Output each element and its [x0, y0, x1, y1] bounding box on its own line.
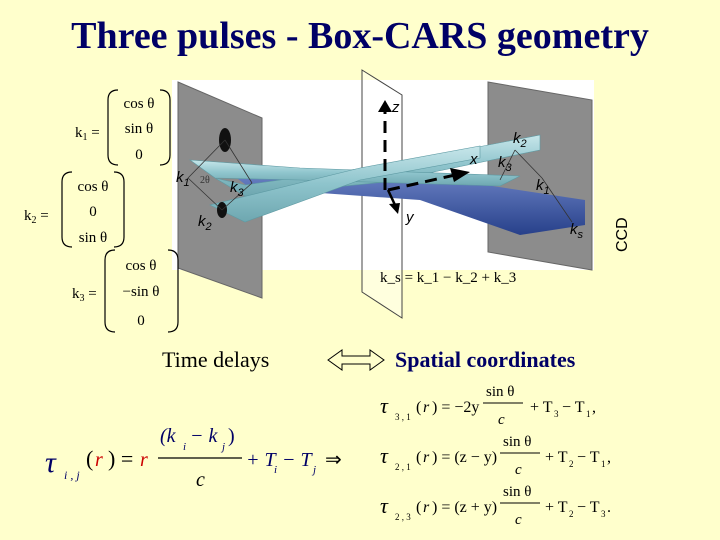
z-axis-arrowhead [378, 100, 392, 112]
x-axis [387, 173, 456, 192]
svg-text:r: r [140, 449, 148, 471]
k2-x: cos θ [78, 179, 109, 195]
k2-label-left: k2 [198, 213, 212, 233]
y-axis-arrowhead [389, 203, 400, 214]
vector-k3: k3 = cos θ −sin θ 0 [72, 249, 179, 333]
time-delays-caption: Time delays [162, 347, 270, 372]
svg-text:(k: (k [160, 425, 177, 447]
beam-k3 [209, 145, 481, 223]
svg-text:) =: ) = [108, 446, 133, 471]
svg-text:): ) [228, 425, 235, 447]
phase-matching-equation: k_s = k_1 − k_2 + k_3 [380, 270, 516, 286]
y-axis-label: y [405, 209, 415, 226]
svg-text:i , j: i , j [64, 468, 80, 482]
spatial-coordinates-caption: Spatial coordinates [395, 347, 576, 372]
left-aperture-screen [177, 81, 263, 299]
k2-label-right: k2 [513, 130, 527, 150]
svg-text:sin θ: sin θ [503, 434, 531, 450]
k1-x: cos θ [124, 96, 155, 112]
k3-y: −sin θ [123, 284, 160, 300]
svg-text:1: 1 [601, 459, 606, 469]
x-axis-label: x [469, 151, 478, 168]
svg-text:− T: − T [577, 499, 600, 516]
svg-text:r: r [423, 449, 430, 466]
k3-z: 0 [137, 313, 145, 329]
svg-text:(: ( [416, 449, 421, 466]
svg-text:i: i [274, 464, 277, 476]
svg-text:+ T: + T [246, 449, 277, 471]
ks-label: ks [570, 221, 584, 241]
svg-text:1: 1 [586, 409, 591, 419]
vector-k2: k2 = cos θ 0 sin θ [24, 171, 125, 248]
slide-title: Three pulses - Box-CARS geometry [71, 15, 649, 57]
svg-text:− k: − k [190, 425, 218, 447]
double-arrow-icon [327, 349, 385, 371]
tau31-equation: τ 3 , 1 ( r ) = −2y sin θ c + T 3 − T 1 … [380, 384, 596, 428]
svg-text:3: 3 [601, 509, 606, 519]
svg-text:j: j [311, 464, 316, 476]
svg-text:k1 =: k1 = [75, 125, 100, 143]
y-axis [386, 189, 397, 206]
svg-text:+ T: + T [545, 449, 568, 466]
svg-text:τ: τ [380, 493, 389, 518]
svg-text:τ: τ [45, 446, 57, 479]
svg-text:3: 3 [554, 409, 559, 419]
svg-text:2 , 1: 2 , 1 [395, 462, 411, 472]
svg-text:− T: − T [577, 449, 600, 466]
svg-text:(: ( [416, 499, 421, 516]
svg-text:3 , 1: 3 , 1 [395, 412, 411, 422]
svg-text:(: ( [416, 399, 421, 416]
svg-text:2 , 3: 2 , 3 [395, 512, 411, 522]
svg-text:c: c [498, 412, 505, 428]
k3-label-left: k3 [230, 179, 245, 199]
vector-k1: k1 = cos θ sin θ 0 [75, 89, 171, 166]
k3-label-right: k3 [498, 154, 513, 174]
svg-text:τ: τ [380, 393, 389, 418]
svg-text:⇒: ⇒ [325, 449, 342, 471]
svg-text:r: r [423, 499, 430, 516]
svg-text:c: c [515, 512, 522, 528]
svg-text:,: , [592, 399, 596, 416]
tau21-equation: τ 2 , 1 ( r ) = (z − y) sin θ c + T 2 − … [380, 434, 611, 478]
svg-text:r: r [423, 399, 430, 416]
svg-text:) = −2y: ) = −2y [432, 399, 479, 416]
svg-text:τ: τ [380, 443, 389, 468]
k1-y: sin θ [125, 121, 153, 137]
svg-text:r: r [95, 449, 103, 471]
k2-y: 0 [89, 204, 97, 220]
svg-text:k2 =: k2 = [24, 208, 49, 226]
svg-text:sin θ: sin θ [503, 484, 531, 500]
svg-text:+ T: + T [530, 399, 553, 416]
tau23-equation: τ 2 , 3 ( r ) = (z + y) sin θ c + T 2 − … [380, 484, 611, 528]
z-axis-label: z [391, 99, 400, 116]
svg-text:j: j [220, 441, 225, 453]
angle-label: 2θ [200, 175, 210, 186]
general-tau-equation: τ i , j ( r ) = r (k i − k j ) c + T i −… [45, 425, 342, 491]
k1-z: 0 [135, 147, 143, 163]
svg-text:,: , [607, 449, 611, 466]
svg-text:2: 2 [569, 459, 574, 469]
k2-z: sin θ [79, 230, 107, 246]
k1-label-right: k1 [536, 177, 550, 197]
svg-text:− T: − T [282, 449, 313, 471]
svg-text:.: . [607, 499, 611, 516]
svg-text:+ T: + T [545, 499, 568, 516]
ccd-label: CCD [614, 217, 631, 252]
svg-text:i: i [183, 441, 186, 453]
svg-text:c: c [515, 462, 522, 478]
k1-label-left: k1 [176, 169, 190, 189]
k3-x: cos θ [126, 258, 157, 274]
svg-text:(: ( [86, 446, 93, 471]
svg-text:− T: − T [562, 399, 585, 416]
x-axis-arrowhead [450, 168, 470, 182]
svg-text:c: c [196, 469, 205, 491]
svg-text:) = (z − y): ) = (z − y) [432, 449, 497, 466]
svg-text:2: 2 [569, 509, 574, 519]
svg-text:k3 =: k3 = [72, 286, 97, 304]
svg-text:) = (z + y): ) = (z + y) [432, 499, 497, 516]
svg-text:sin θ: sin θ [486, 384, 514, 400]
